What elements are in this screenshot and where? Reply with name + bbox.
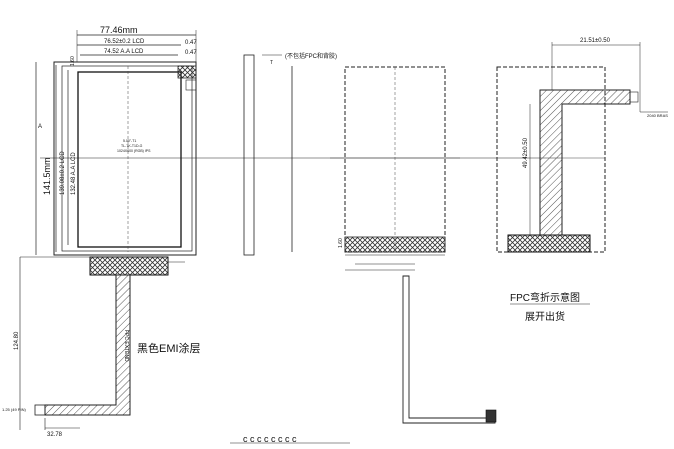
top-right-connector	[177, 65, 197, 79]
folded-fpc	[539, 89, 631, 236]
fpc-vertical-label: FPC EXTEND	[123, 330, 129, 362]
svg-text:T: T	[270, 60, 273, 66]
side-panel	[243, 54, 255, 256]
width-lcd-label: 76.52±0.2 LCD	[104, 39, 145, 45]
width-outline-label: 77.46mm	[100, 25, 138, 35]
back-fpc	[402, 275, 496, 424]
top-offset-label: 1.60	[70, 56, 76, 66]
footer-code: c c c c c c c c	[243, 434, 297, 444]
right-offset-a: 0.47	[185, 40, 197, 46]
right-offset-b: 0.47	[185, 50, 197, 56]
fpc-tail-label: 1.25 (49 PIN)	[2, 407, 26, 412]
fold-panel	[496, 66, 606, 253]
back-view: 1.60	[330, 66, 497, 424]
back-bottom-offset: 1.60	[338, 238, 344, 248]
fold-caption-1: FPC弯折示意图	[510, 291, 580, 304]
svg-text:A: A	[38, 124, 42, 130]
fpc-tail	[44, 274, 131, 416]
side-note: (不包括FPC和背胶)	[285, 52, 337, 60]
fpc-connector	[34, 404, 46, 416]
fold-view: 21.51±0.50 49.42±0.50 2040 BRAS FPC弯折示意图…	[496, 38, 668, 323]
active-area	[77, 71, 182, 248]
height-aa-label: 132.48 A.A LCD	[71, 152, 77, 195]
fold-caption-2: 展开出货	[525, 310, 565, 323]
height-outline-label: 141.5mm	[42, 157, 52, 195]
center-label-2: TL-TK-T1D-G	[121, 144, 143, 148]
fold-bonding-area	[507, 234, 591, 253]
side-view: T (不包括FPC和背胶)	[243, 52, 337, 256]
center-label-1: 5.00"-T1	[123, 139, 136, 143]
fold-side-mark: 2040 BRAS	[647, 113, 668, 118]
center-label-3: 1024X600 (RGB) IPS	[117, 149, 151, 153]
front-view: 77.46mm 76.52±0.2 LCD 0.47 74.52 A.A LCD…	[2, 25, 560, 438]
emi-coating-note: 黑色EMI涂层	[137, 341, 201, 355]
panel-outline	[53, 61, 197, 256]
fpc-length-label: 124.80	[14, 331, 20, 350]
fold-width-dim: 21.51±0.50	[580, 38, 611, 44]
back-bonding-area	[344, 236, 446, 253]
width-aa-label: 74.52 A.A LCD	[104, 49, 144, 55]
height-lcd-label: 139.08±0.2 LCD	[60, 151, 66, 195]
fpc-width-label: 32.78	[47, 432, 63, 438]
bonding-block	[89, 256, 169, 276]
back-fpc-connector	[485, 409, 497, 423]
fold-height-dim: 49.42±0.50	[523, 137, 529, 168]
